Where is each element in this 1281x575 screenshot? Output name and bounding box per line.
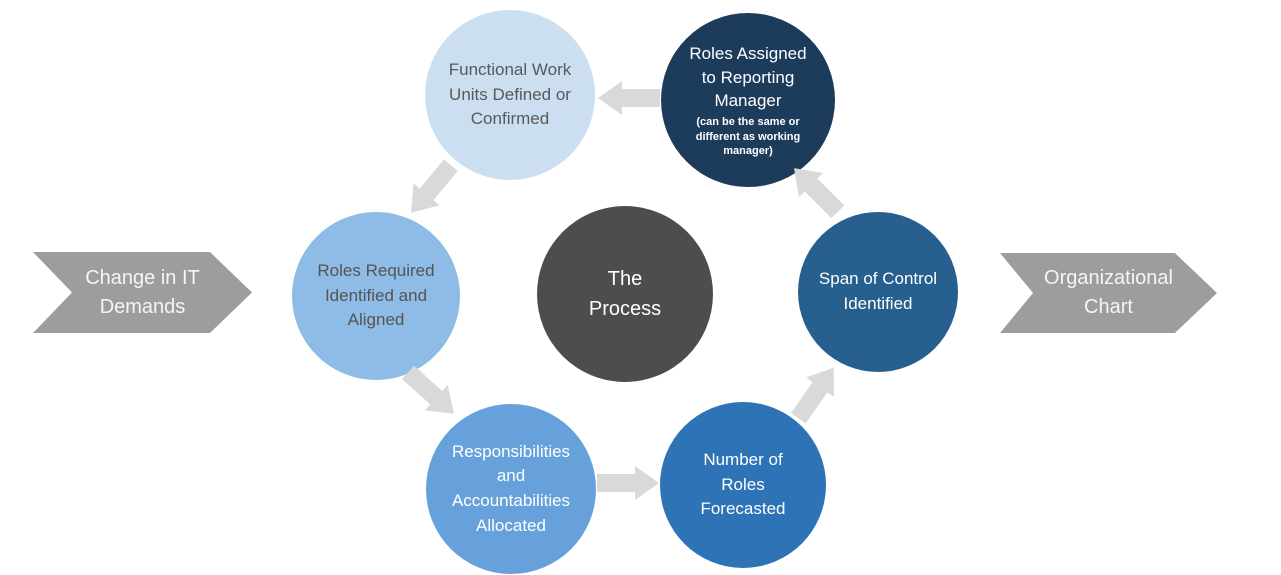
center-label-line1: The <box>607 268 643 290</box>
input-chevron-banner: Change in IT Demands <box>33 252 252 333</box>
center-process-circle: The Process <box>537 206 713 382</box>
step-label: Number of Roles Forecasted <box>700 450 786 519</box>
output-chevron-label: Organizational Chart <box>1044 267 1173 318</box>
step-circle-number-of-roles: Number of Roles Forecasted <box>660 402 826 568</box>
step-sublabel: (can be the same or different as working… <box>695 116 801 157</box>
step-label: Functional Work Units Defined or Confirm… <box>448 60 572 129</box>
arrow-up-left-icon <box>782 156 850 224</box>
step-label: Responsibilities and Accountabilities Al… <box>451 441 571 535</box>
arrow-right-icon <box>597 466 659 500</box>
step-label: Roles Required Identified and Aligned <box>317 261 435 330</box>
step-circle-responsibilities-accountabilities: Responsibilities and Accountabilities Al… <box>426 404 596 574</box>
step-circle-span-of-control: Span of Control Identified <box>798 212 958 372</box>
step-circle-functional-work-units: Functional Work Units Defined or Confirm… <box>425 10 595 180</box>
arrow-left-icon <box>598 81 660 115</box>
input-chevron-label: Change in IT Demands <box>85 266 200 318</box>
step-circle-roles-required: Roles Required Identified and Aligned <box>292 212 460 380</box>
arrow-down-right-icon <box>397 360 466 427</box>
arrow-down-left-icon <box>398 154 464 223</box>
step-label: Roles Assigned to Reporting Manager <box>689 43 807 111</box>
output-chevron-banner: Organizational Chart <box>1000 253 1217 333</box>
center-label-line2: Process <box>588 298 662 320</box>
arrow-up-right-icon <box>784 358 847 428</box>
step-label: Span of Control Identified <box>818 269 938 313</box>
step-circle-roles-assigned: Roles Assigned to Reporting Manager (can… <box>661 13 835 187</box>
